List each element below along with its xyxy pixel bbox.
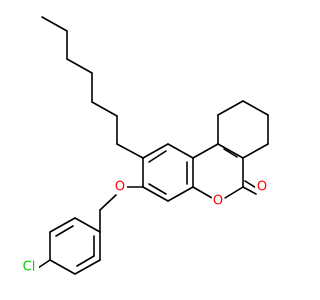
atom-labels: O O O Cl — [19, 180, 269, 275]
chlorophenyl-ring — [37, 217, 101, 275]
central-benzene-ring — [142, 143, 194, 202]
hexyl-chain — [41, 16, 144, 159]
chlorine-label: Cl — [23, 260, 36, 275]
ether-linkage — [99, 186, 144, 233]
cyclohexene-ring — [217, 100, 269, 159]
oxygen-ether-label: O — [115, 180, 125, 195]
chemical-structure: O O O Cl — [19, 16, 269, 275]
oxygen-ring-label: O — [213, 194, 223, 209]
lactone-ring — [192, 143, 259, 199]
oxygen-carbonyl-label: O — [257, 180, 267, 195]
